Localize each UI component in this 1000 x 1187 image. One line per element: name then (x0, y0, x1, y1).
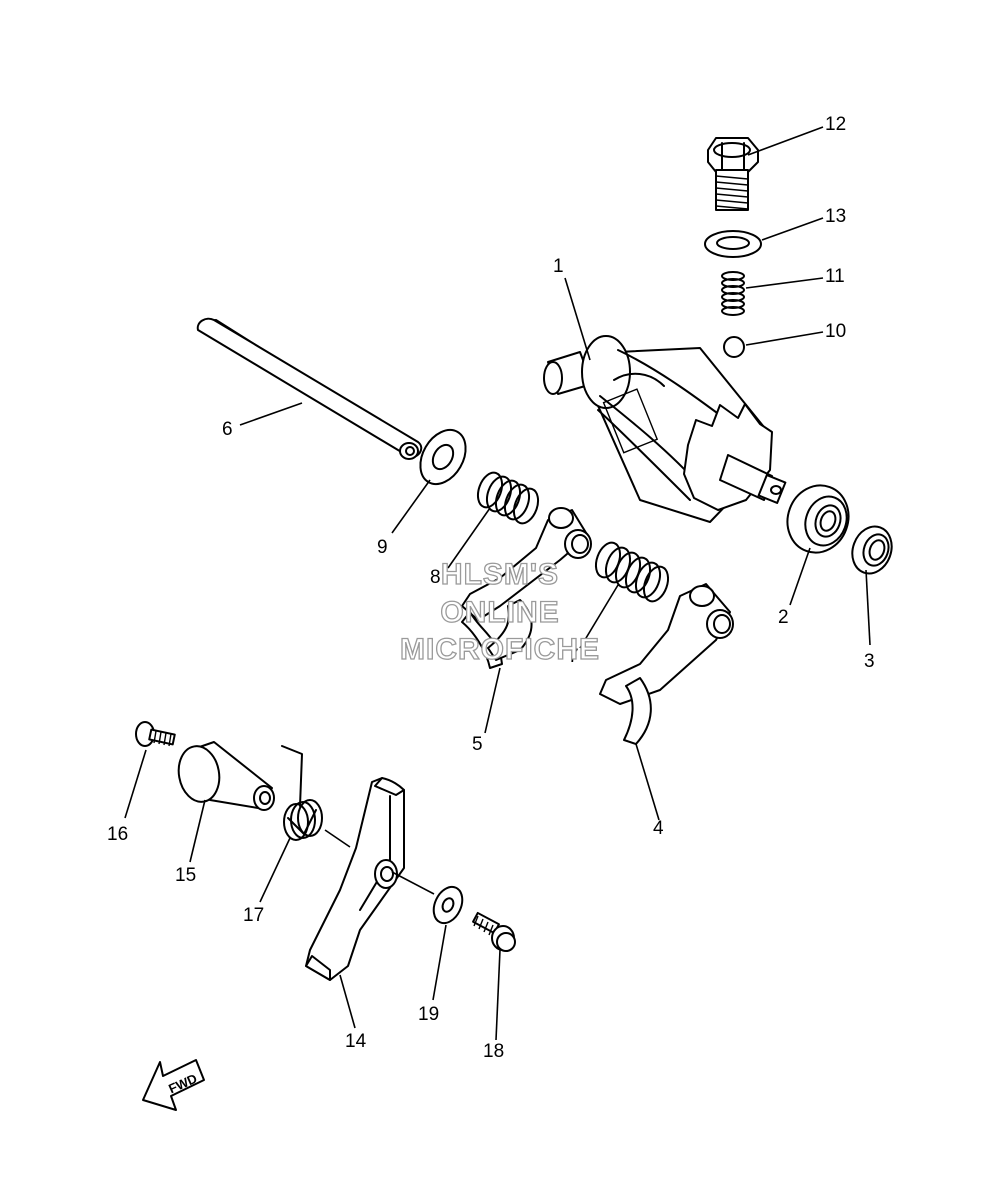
guide-bar-drawing (196, 317, 423, 460)
stopper-lever-drawing (305, 777, 405, 981)
bearing-drawing (786, 484, 850, 554)
callout-2: 2 (778, 607, 789, 628)
bolt-16-drawing (135, 721, 176, 747)
callout-4: 4 (653, 818, 664, 839)
callout-17: 17 (243, 905, 264, 926)
watermark-line-3: MICROFICHE (400, 633, 600, 666)
shift-fork-5-drawing (461, 507, 592, 669)
spring-7-drawing (594, 541, 670, 603)
watermark-line-2: ONLINE (440, 596, 559, 629)
spring-8-drawing (476, 471, 540, 525)
shift-fork-4-drawing (599, 583, 734, 745)
callout-1: 1 (553, 256, 564, 277)
watermark-line-1: HLSM'S (441, 558, 559, 591)
callout-5: 5 (472, 734, 483, 755)
watermark: HLSM'S ONLINE MICROFICHE (399, 557, 600, 666)
callout-10: 10 (825, 321, 846, 342)
torsion-spring-drawing (281, 745, 323, 841)
ball-drawing (723, 336, 745, 358)
leader-lines (124, 126, 871, 1041)
callout-14: 14 (345, 1031, 367, 1052)
bolt-18-drawing (472, 911, 516, 952)
gasket-washer-drawing (704, 230, 762, 258)
callout-15: 15 (175, 865, 196, 886)
collar-drawing (177, 741, 275, 811)
callout-11: 11 (825, 266, 845, 287)
callout-16: 16 (107, 824, 128, 845)
callout-19: 19 (418, 1004, 439, 1025)
callout-9: 9 (377, 537, 388, 558)
callout-6: 6 (222, 419, 233, 440)
callout-3: 3 (864, 651, 875, 672)
washer-19-drawing (432, 885, 464, 925)
callout-7: 7 (568, 646, 579, 667)
callout-12: 12 (825, 114, 846, 135)
spring-11-drawing (721, 271, 745, 316)
callout-13: 13 (825, 206, 846, 227)
plug-bolt-drawing (707, 137, 759, 211)
callout-18: 18 (483, 1041, 504, 1062)
callout-8: 8 (430, 567, 441, 588)
oil-seal-drawing (851, 525, 893, 575)
washer-9-drawing (419, 428, 467, 486)
callout-labels: 1 2 3 4 5 6 7 8 9 10 11 12 13 14 15 16 1… (107, 114, 875, 1062)
fwd-arrow-icon: FWD (142, 1059, 205, 1111)
shift-drum-drawing (543, 335, 787, 523)
